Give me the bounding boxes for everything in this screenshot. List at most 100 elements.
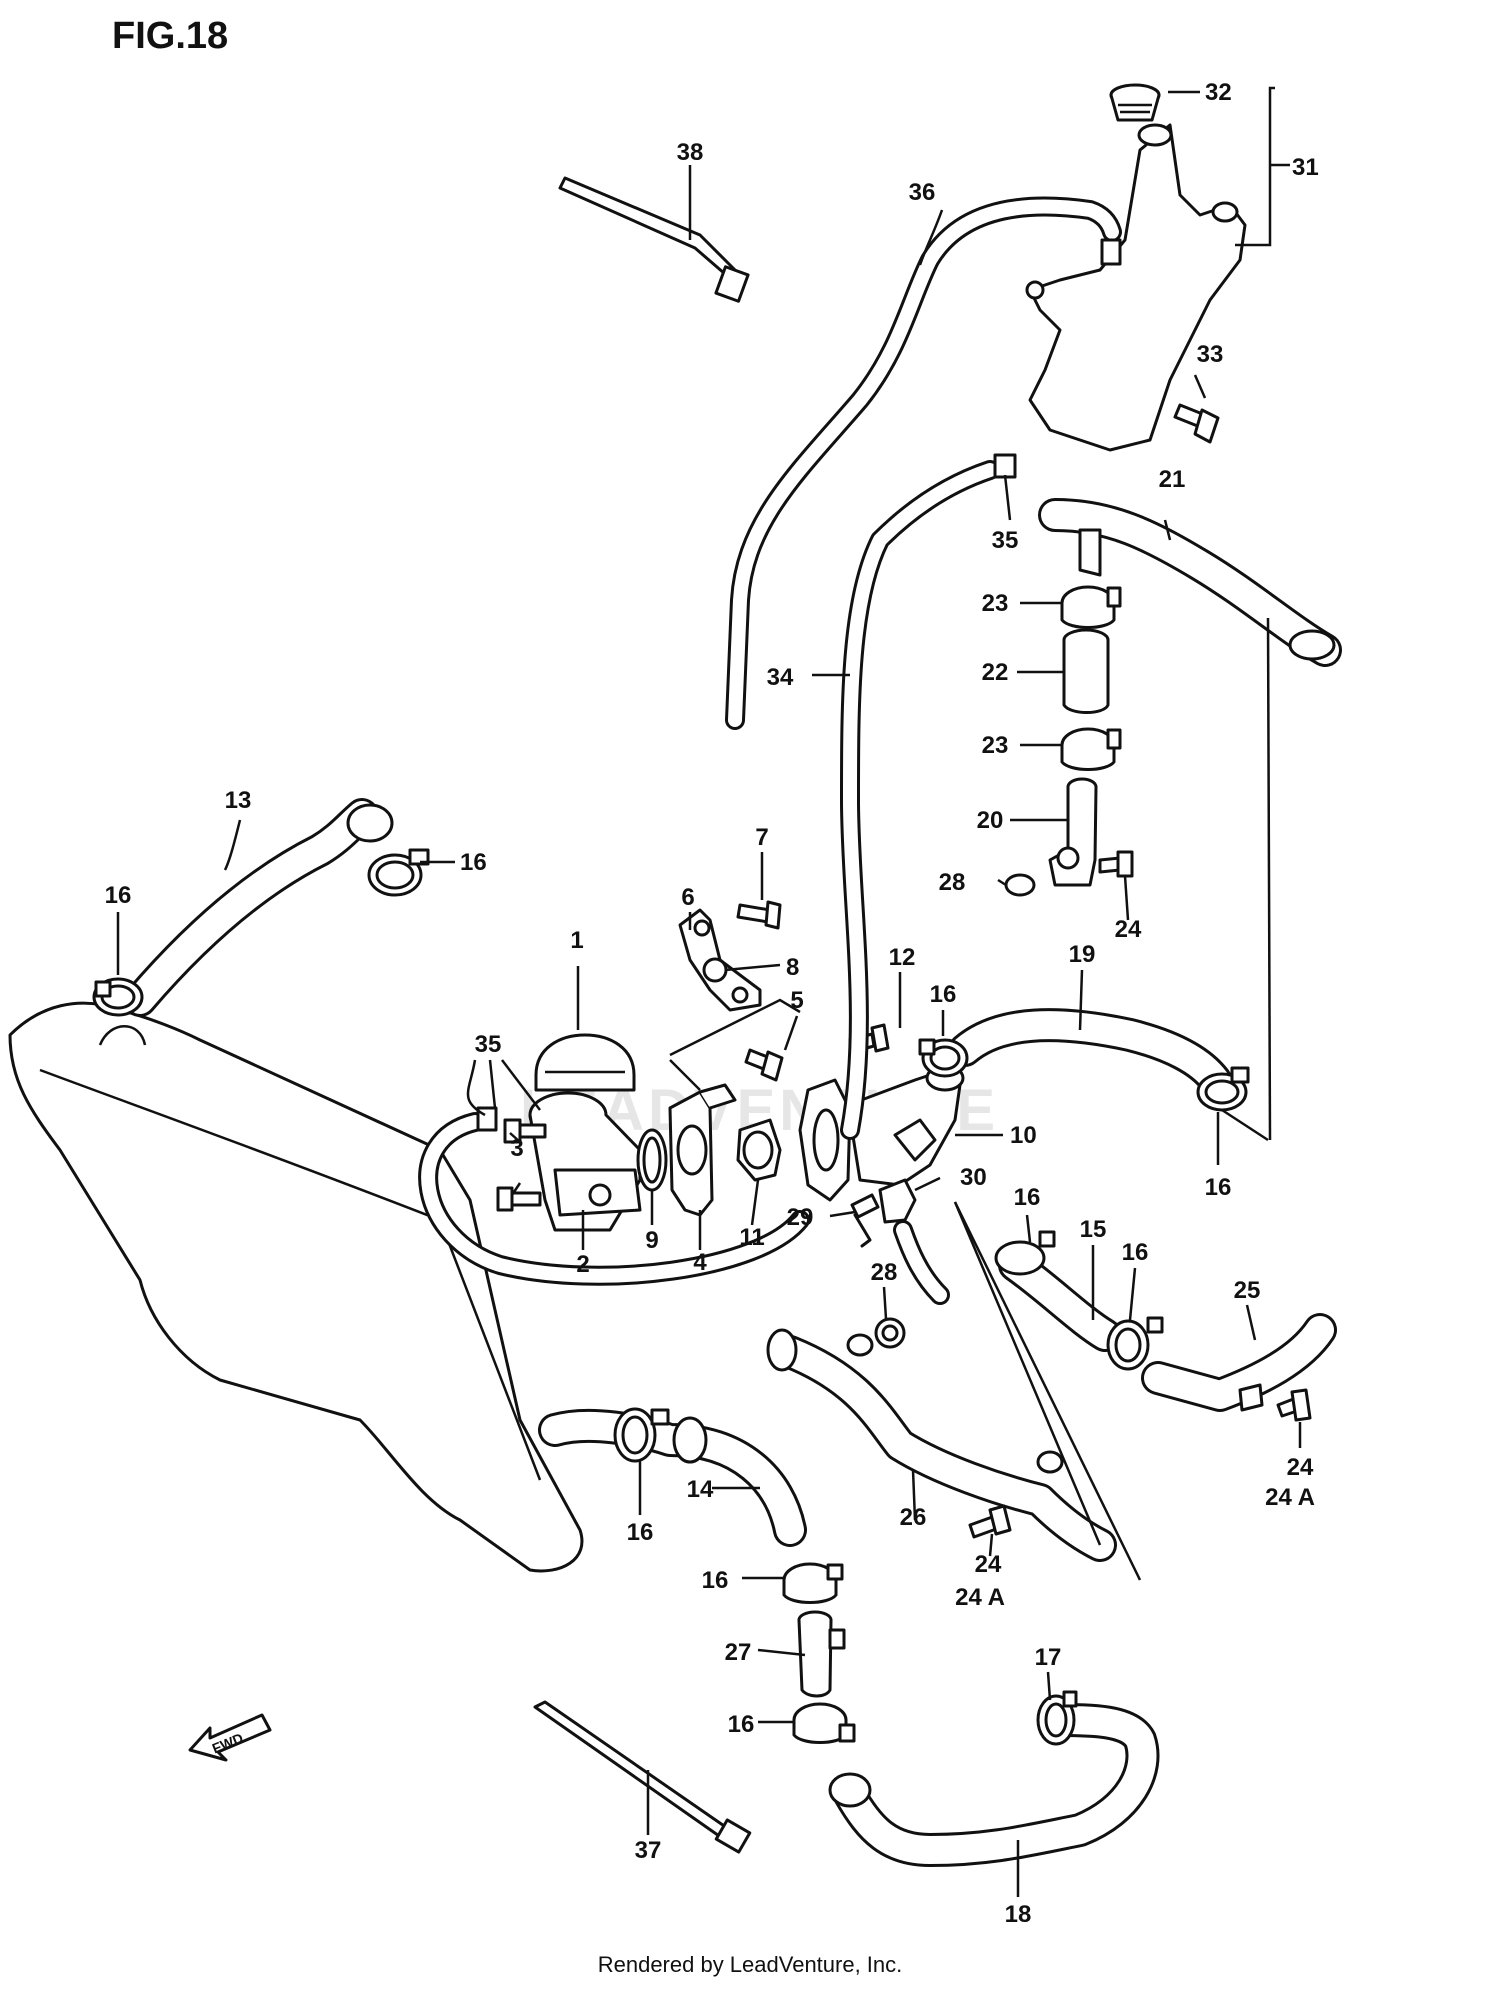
callout-20: 20 [977,807,1004,834]
callout-16-h: 16 [702,1567,729,1594]
hose-clamp-16 [792,1702,856,1744]
callout-16-c: 16 [930,981,957,1008]
hose-clamp-23 [1060,585,1122,629]
gasket-flange [798,1078,852,1202]
hose-clamp-16 [613,1407,670,1463]
callout-24a-c: 24 A [955,1584,1005,1611]
callout-24-a: 24 [1115,916,1142,943]
callout-31: 31 [1292,154,1319,181]
callout-24a-b: 24 A [1265,1484,1315,1511]
callout-36: 36 [909,179,936,206]
callout-26: 26 [900,1504,927,1531]
callout-18: 18 [1005,1901,1032,1928]
callout-13: 13 [225,787,252,814]
callout-32: 32 [1205,79,1232,106]
joint-27 [797,1610,846,1698]
hose-fitting [1100,238,1122,266]
water-outlet [846,1064,965,1187]
radiator-cap [534,1033,636,1092]
hose-34 [840,460,1000,1140]
hose-clamp-16 [1196,1066,1250,1112]
callout-37: 37 [635,1837,662,1864]
pipe-25 [1141,1313,1337,1412]
fwd-label: FWD [210,1730,246,1757]
union-20 [1048,777,1098,887]
callout-23-b: 23 [982,732,1009,759]
cable-tie-37 [533,1700,752,1854]
callout-17: 17 [1035,1644,1062,1671]
callout-16-b: 16 [460,849,487,876]
callout-30: 30 [960,1164,987,1191]
callout-labels: 1 2 3 4 5 6 7 8 9 10 11 12 13 14 15 16 1… [105,79,1319,1928]
callout-14: 14 [687,1476,714,1503]
callout-33: 33 [1197,341,1224,368]
callout-4: 4 [693,1249,707,1276]
bolt-29 [850,1193,880,1248]
callout-28-a: 28 [939,869,966,896]
callout-7: 7 [755,824,768,851]
callout-11: 11 [739,1224,764,1251]
hose-clamp-23 [1060,727,1122,771]
radiator [8,1001,584,1573]
fitting-30 [878,1178,950,1305]
nut-8 [702,957,728,983]
callout-25: 25 [1234,1277,1261,1304]
callout-21: 21 [1159,466,1186,493]
hose-clamp-16 [1106,1316,1164,1371]
bolt-33 [1173,403,1220,444]
callout-19: 19 [1069,941,1096,968]
callout-27: 27 [725,1639,752,1666]
hose-14 [538,1408,807,1547]
callout-23-a: 23 [982,590,1009,617]
bolt-24 [1098,850,1134,878]
callout-22: 22 [982,659,1009,686]
callout-16-a: 16 [105,882,132,909]
bypass-hose [418,1112,810,1286]
hose-clamp-17 [1036,1690,1078,1746]
callout-3: 3 [510,1135,523,1162]
callout-15: 15 [1080,1216,1107,1243]
callout-16-d: 16 [1205,1174,1232,1201]
hose-clamp-16 [92,977,144,1017]
bolt-3 [496,1118,547,1212]
hose-13 [123,798,394,1017]
callout-38: 38 [677,139,704,166]
hose-clamp-16 [918,1038,969,1078]
thermostat-housing [668,1083,737,1217]
o-ring-9 [636,1128,668,1192]
callout-10: 10 [1010,1122,1037,1149]
hose-15 [998,1248,1122,1352]
callout-16-e: 16 [1014,1184,1041,1211]
hose-clamp-16 [367,848,430,897]
thermostat [736,1118,782,1182]
hose-14-end [672,1416,708,1464]
hose-clamp-16 [782,1562,844,1604]
callout-5: 5 [790,987,803,1014]
forward-arrow: FWD [188,1713,272,1762]
callout-24-b: 24 [1287,1454,1314,1481]
callout-16-f: 16 [1122,1239,1149,1266]
hose-18 [828,1703,1160,1867]
hose-36 [725,196,1122,730]
bolt-24 [1276,1388,1312,1422]
callout-6: 6 [681,884,694,911]
callout-28-b: 28 [871,1259,898,1286]
callout-9: 9 [645,1227,658,1254]
callout-12: 12 [889,944,916,971]
figure-title: FIG.18 [112,15,228,57]
callout-2: 2 [576,1251,589,1278]
callout-8: 8 [786,954,799,981]
reservoir-tank [1025,123,1247,452]
o-ring-28 [874,1317,906,1349]
bolt-7 [736,900,782,930]
hose-21 [1038,498,1342,667]
callout-35-b: 35 [475,1031,502,1058]
bolt-24 [968,1504,1012,1539]
footer-credit: Rendered by LeadVenture, Inc. [597,1952,903,1977]
hose-19 [948,1008,1232,1097]
callout-35-a: 35 [992,527,1019,554]
bolt-5 [744,1048,784,1082]
callout-29: 29 [787,1204,814,1231]
hose-clamp-16 [994,1230,1056,1276]
